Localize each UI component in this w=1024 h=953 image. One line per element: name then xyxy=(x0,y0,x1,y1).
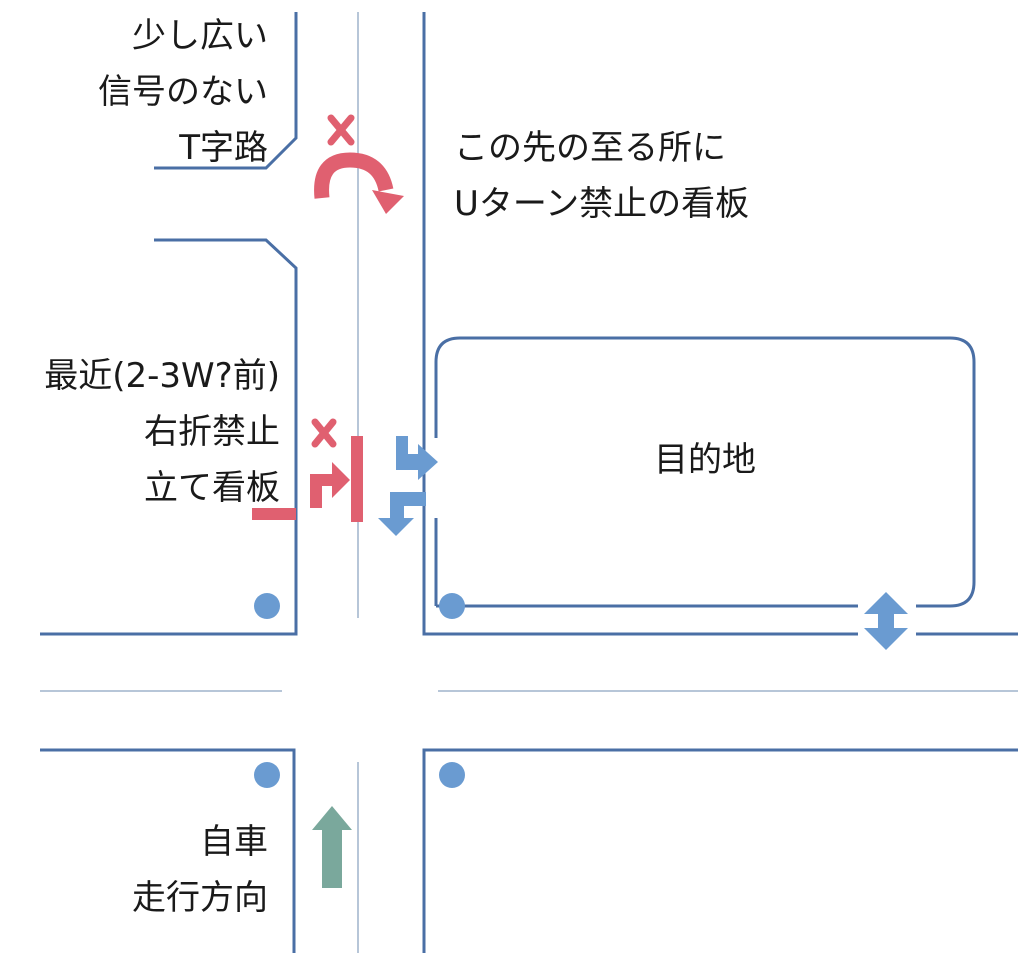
corner-dot xyxy=(254,762,280,788)
t-junction-lower-edge xyxy=(40,238,298,636)
label-line: 最近(2-3W?前) xyxy=(44,356,280,396)
cross-road-right-lower-edge xyxy=(422,748,1018,953)
corner-dot xyxy=(439,593,465,619)
label-line: Uターン禁止の看板 xyxy=(454,184,750,224)
t-junction-label: 少し広い 信号のない T字路 xyxy=(98,8,268,176)
road-edges xyxy=(40,12,1018,953)
corner-dot xyxy=(439,762,465,788)
right-turn-sign-label: 最近(2-3W?前) 右折禁止 立て看板 xyxy=(44,348,280,516)
own-direction-label: 自車 走行方向 xyxy=(132,814,268,926)
sign-pole xyxy=(351,436,363,522)
cross-road-left-lower-edge xyxy=(40,748,296,953)
u-turn-sign-label: この先の至る所に Uターン禁止の看板 xyxy=(454,120,749,232)
up-arrow-icon xyxy=(312,806,352,888)
destination-label: 目的地 xyxy=(654,440,756,480)
turn-out-arrow-icon xyxy=(378,492,426,536)
u-turn-arrow-icon xyxy=(314,152,404,214)
label-line: 自車 xyxy=(200,822,268,862)
right-turn-arrow-icon xyxy=(252,436,363,522)
label-line: 走行方向 xyxy=(132,878,268,918)
double-arrow-icon xyxy=(864,592,908,650)
turn-in-arrow-icon xyxy=(396,436,438,480)
main-road-right-edge-upper xyxy=(422,12,858,636)
label-line: 少し広い xyxy=(132,16,268,56)
label-line: この先の至る所に xyxy=(454,128,726,168)
cross-mark-icon xyxy=(327,114,355,146)
label-line: T字路 xyxy=(179,128,268,168)
sign-base-bar xyxy=(252,508,296,520)
label-line: 右折禁止 xyxy=(144,412,280,452)
label-line: 信号のない xyxy=(98,72,268,112)
label-line: 立て看板 xyxy=(144,468,280,508)
cross-mark-icon xyxy=(311,418,337,448)
destination-plot-outline xyxy=(434,336,976,608)
corner-dot xyxy=(254,593,280,619)
t-junction-upper-edge xyxy=(154,12,298,170)
corner-dots xyxy=(254,593,465,788)
